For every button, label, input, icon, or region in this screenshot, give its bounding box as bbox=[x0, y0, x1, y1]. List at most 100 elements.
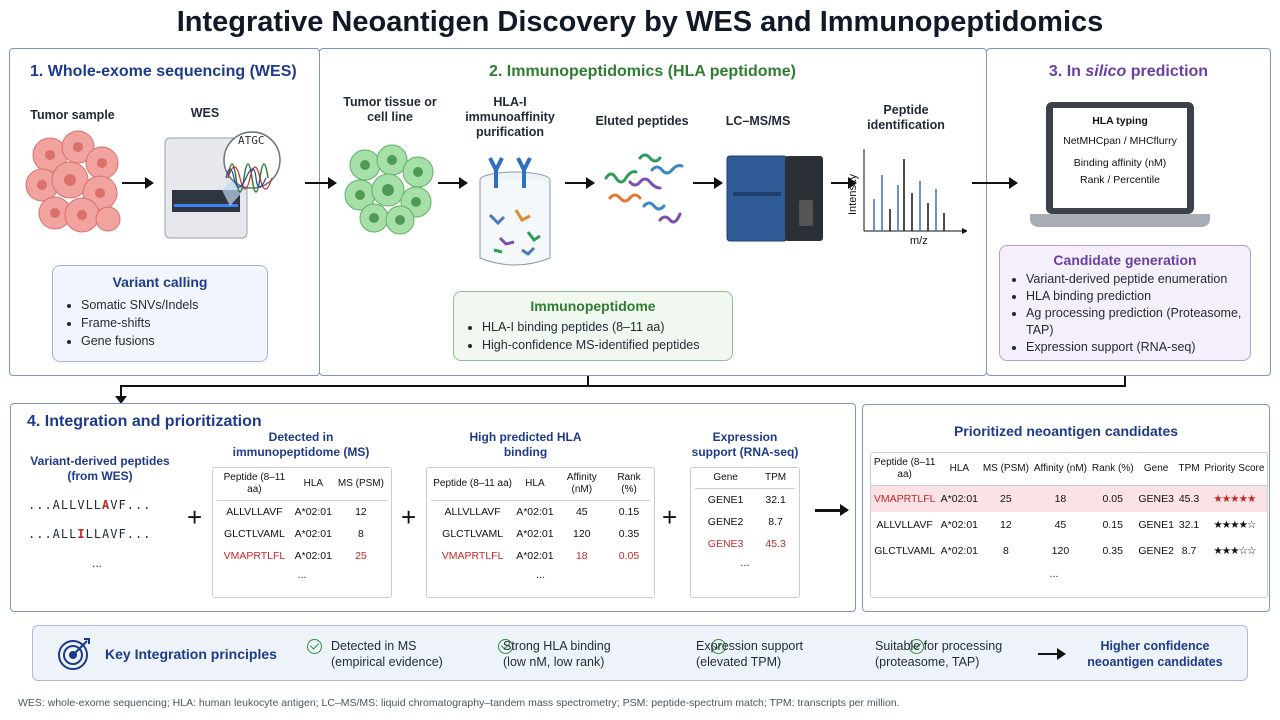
cell: 25 bbox=[1000, 493, 1012, 505]
cell: A*02:01 bbox=[516, 506, 554, 518]
insilico-title-em: silico bbox=[1085, 63, 1127, 80]
principle-processing: Suitable for processing (proteasome, TAP… bbox=[875, 638, 1002, 670]
screen-rank: Rank / Percentile bbox=[1080, 174, 1160, 186]
variant-calling-box: Variant calling Somatic SNVs/Indels Fram… bbox=[52, 265, 268, 362]
principle-expression: Expression support (elevated TPM) bbox=[696, 638, 803, 670]
insilico-title-pre: 3. In bbox=[1048, 63, 1086, 80]
cell: 18 bbox=[1054, 493, 1067, 505]
principle-main: Expression support bbox=[696, 639, 804, 653]
prior-header: Affinity (nM) bbox=[1031, 453, 1090, 486]
step-tumor-tissue: Tumor tissue or cell line bbox=[343, 95, 437, 124]
seq2-pre: ...ALL bbox=[28, 527, 78, 541]
expr-header: Gene bbox=[695, 468, 757, 489]
cell: GLCTLVAML bbox=[223, 528, 285, 540]
seq1-pre: ...ALLVLL bbox=[28, 498, 103, 512]
immunopeptidome-item: HLA-I binding peptides (8–11 aa) bbox=[482, 318, 722, 336]
variant-item: Somatic SNVs/Indels bbox=[81, 296, 257, 314]
cell: 8.7 bbox=[768, 516, 783, 528]
arrow-purification-to-peptides bbox=[565, 177, 595, 189]
tumor-sample-label: Tumor sample bbox=[30, 108, 115, 122]
cell: 0.05 bbox=[618, 550, 640, 562]
ms-table: Peptide (8–11 aa) HLA MS (PSM) ALLVLLAVF… bbox=[212, 467, 392, 598]
variant-item: Frame-shifts bbox=[81, 314, 257, 332]
laptop-screen: HLA typing NetMHCpan / MHCflurry Binding… bbox=[1053, 108, 1187, 208]
principle-main: Detected in MS bbox=[331, 639, 417, 653]
prior-header: HLA bbox=[938, 453, 981, 486]
table-row: GLCTLVAML A*02:01 120 0.35 bbox=[431, 523, 650, 545]
prioritized-table: Peptide (8–11 aa) HLA MS (PSM) Affinity … bbox=[870, 452, 1268, 598]
cell: 45 bbox=[575, 506, 588, 518]
step-hla-purification: HLA-I immunoaffinity purification bbox=[465, 95, 555, 139]
cell: VMAPRTLFL bbox=[873, 493, 936, 505]
plus-sign: + bbox=[187, 502, 203, 532]
principle-sub: (low nM, low rank) bbox=[503, 655, 605, 669]
cell: VMAPRTLFL bbox=[441, 550, 504, 562]
cell: A*02:01 bbox=[940, 545, 979, 557]
cell: A*02:01 bbox=[940, 493, 979, 505]
cell: GLCTLVAML bbox=[874, 545, 936, 557]
priority-stars: ★★★★★ bbox=[1213, 493, 1256, 505]
ms-header: Peptide (8–11 aa) bbox=[217, 468, 292, 501]
target-icon bbox=[58, 638, 90, 670]
screen-affinity: Binding affinity (nM) bbox=[1073, 157, 1167, 169]
expression-table: Gene TPM GENE1 32.1 GENE2 8.7 GENE3 45.3… bbox=[690, 467, 800, 598]
cell: 25 bbox=[355, 550, 367, 562]
seq2-post: LLAVF... bbox=[85, 527, 152, 541]
connector-line bbox=[120, 385, 122, 397]
cell: 8.7 bbox=[1181, 545, 1197, 557]
arrow-peptides-to-ms bbox=[693, 177, 723, 189]
table-ellipsis: ... bbox=[535, 569, 546, 581]
table-row: GENE3 45.3 bbox=[695, 533, 795, 555]
hla-table: Peptide (8–11 aa) HLA Affinity (nM) Rank… bbox=[426, 467, 655, 598]
cell: A*02:01 bbox=[516, 550, 554, 562]
arrow-to-result bbox=[1038, 648, 1066, 660]
cell: A*02:01 bbox=[940, 519, 979, 531]
principle-sub: (proteasome, TAP) bbox=[875, 655, 980, 669]
tumor-cells-icon bbox=[25, 130, 121, 233]
principle-sub: (empirical evidence) bbox=[331, 655, 443, 669]
candidate-generation-title: Candidate generation bbox=[1053, 252, 1197, 268]
prior-header: MS (PSM) bbox=[980, 453, 1032, 486]
variant-peptides-title: Variant-derived peptides (from WES) bbox=[30, 454, 170, 483]
ms-header: HLA bbox=[291, 468, 335, 501]
immuno-section-title: 2. Immunopeptidomics (HLA peptidome) bbox=[489, 63, 796, 80]
insilico-section-title: 3. In silico prediction bbox=[986, 63, 1271, 81]
cell: A*02:01 bbox=[294, 506, 332, 518]
ms-table-title: Detected in immunopeptidome (MS) bbox=[232, 430, 370, 459]
prior-header: Peptide (8–11 aa) bbox=[871, 453, 939, 486]
principle-hla: Strong HLA binding (low nM, low rank) bbox=[503, 638, 611, 670]
cell: ALLVLLAVF bbox=[876, 519, 933, 531]
prior-header: TPM bbox=[1176, 453, 1202, 486]
mz-axis-label: m/z bbox=[910, 235, 928, 245]
purification-column-icon bbox=[479, 157, 551, 266]
cell: 120 bbox=[573, 528, 591, 540]
cell: GENE3 bbox=[1138, 493, 1174, 505]
variant-sequence-1: ...ALLVLLAVF... bbox=[28, 498, 151, 512]
cell: 12 bbox=[355, 506, 367, 518]
table-row: GENE2 8.7 bbox=[695, 511, 795, 533]
prior-header: Priority Score bbox=[1201, 453, 1267, 486]
wes-section-title: 1. Whole-exome sequencing (WES) bbox=[30, 63, 297, 80]
peptides-icon bbox=[604, 153, 684, 224]
cell: 32.1 bbox=[765, 494, 786, 506]
sequencer-icon: ATGC bbox=[164, 131, 281, 239]
table-ellipsis: ... bbox=[740, 557, 750, 569]
principle-sub: (elevated TPM) bbox=[696, 655, 782, 669]
table-row: VMAPRTLFL A*02:01 18 0.05 bbox=[431, 545, 650, 567]
step-peptide-id: Peptide identification bbox=[867, 103, 945, 132]
cell: ALLVLLAVF bbox=[444, 506, 501, 518]
arrow-ms-to-spectrum bbox=[831, 177, 857, 189]
check-icon bbox=[909, 639, 925, 654]
immunopeptidome-list: HLA-I binding peptides (8–11 aa) High-co… bbox=[464, 318, 722, 354]
step-eluted-peptides: Eluted peptides bbox=[595, 114, 689, 128]
screen-hla-typing: HLA typing bbox=[1092, 115, 1148, 127]
cell-line-icon bbox=[344, 144, 434, 235]
cell: ALLVLLAVF bbox=[226, 506, 283, 518]
cell: 32.1 bbox=[1178, 519, 1200, 531]
arrow-tissue-to-purification bbox=[438, 177, 468, 189]
intensity-axis-label: Intensity bbox=[847, 174, 859, 215]
ms-header: MS (PSM) bbox=[334, 468, 387, 501]
principle-main: Suitable for processing bbox=[875, 639, 1003, 653]
principle-ms: Detected in MS (empirical evidence) bbox=[331, 638, 443, 670]
integration-section-title: 4. Integration and prioritization bbox=[27, 413, 262, 430]
